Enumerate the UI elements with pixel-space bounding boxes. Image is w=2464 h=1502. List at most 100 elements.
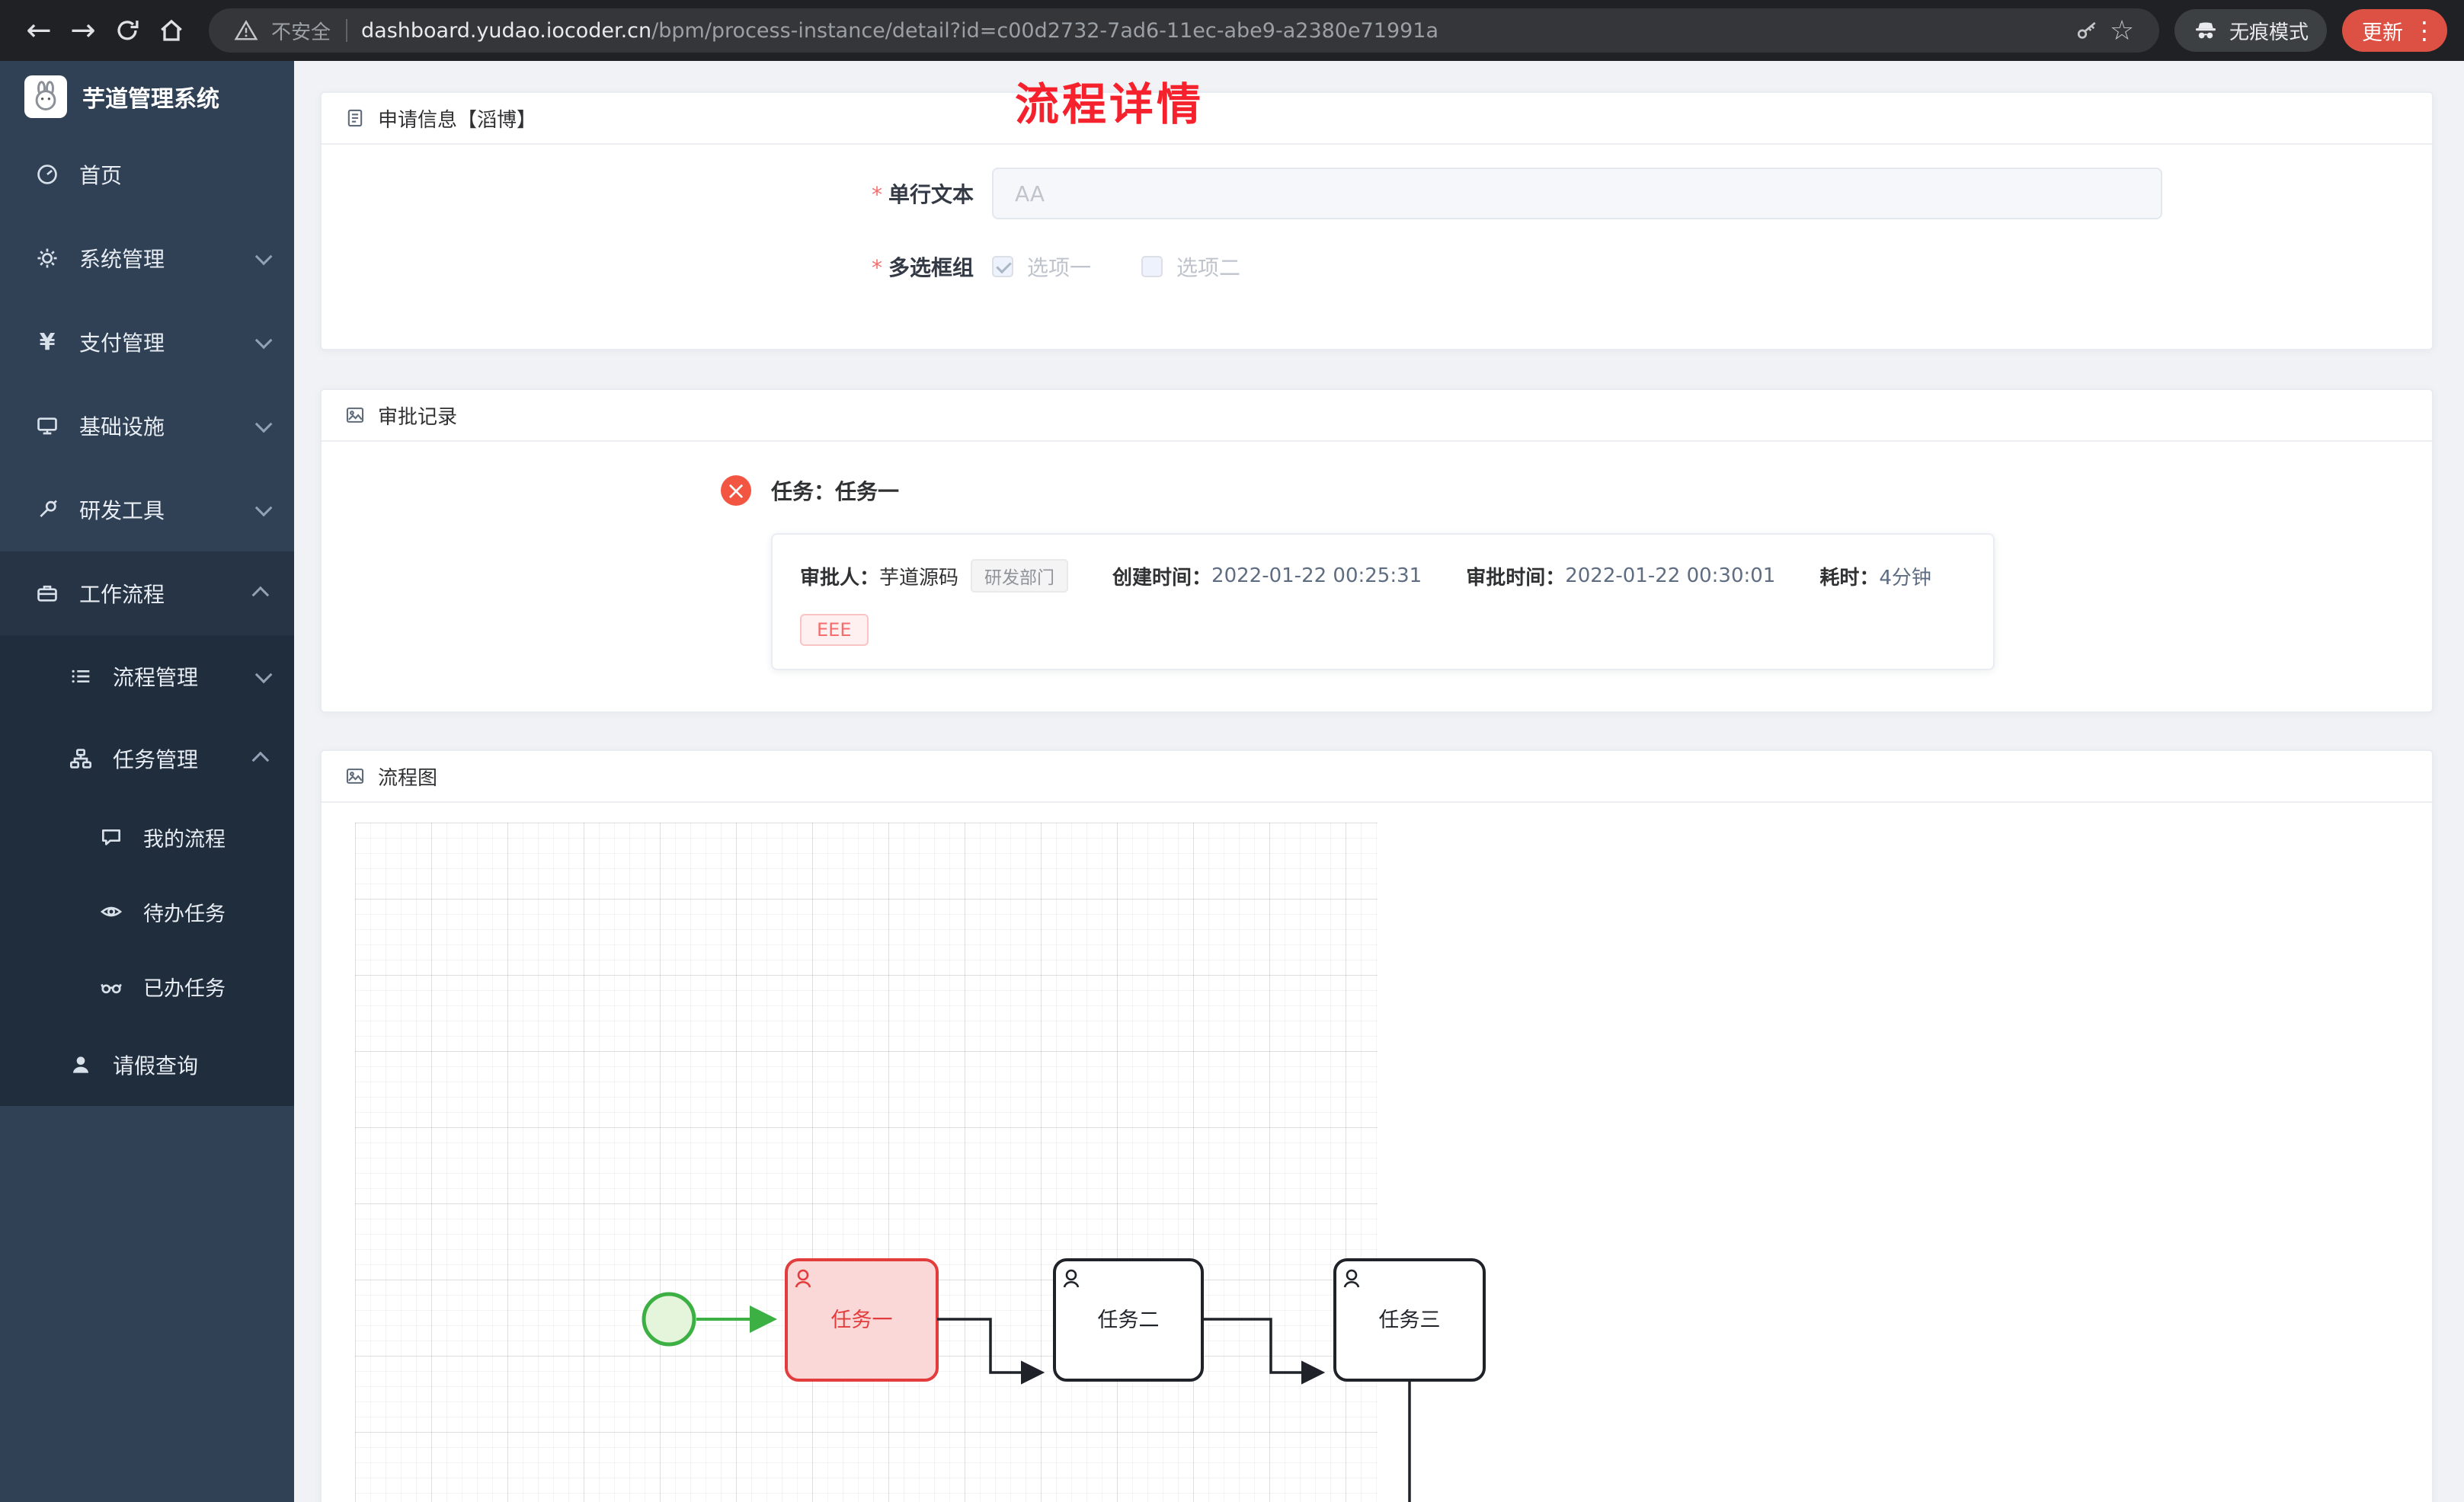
monitor-icon: [34, 414, 61, 438]
eye-icon: [98, 900, 125, 924]
forward-icon[interactable]: →: [70, 13, 96, 48]
password-key-icon[interactable]: [2069, 18, 2104, 43]
reload-icon[interactable]: [105, 8, 149, 53]
glasses-icon: [98, 974, 125, 999]
picture-icon: [344, 765, 366, 787]
sidebar-item-label: 首页: [79, 163, 123, 188]
sidebar-item-label: 研发工具: [79, 498, 165, 523]
timeline-item: 任务：任务一: [721, 475, 2432, 506]
task1-label: 任务一: [831, 1309, 893, 1332]
yen-icon: ¥: [39, 328, 56, 356]
approved-segment: 审批时间： 2022-01-22 00:30:01: [1466, 564, 1776, 590]
browser-menu-icon[interactable]: ⋮: [2412, 16, 2437, 45]
sidebar-item-infra[interactable]: 基础设施: [0, 384, 294, 468]
bookmark-star-icon[interactable]: ☆: [2109, 14, 2135, 46]
gear-icon: [34, 246, 61, 270]
task3-label: 任务三: [1379, 1309, 1441, 1332]
rabbit-logo-icon: [24, 75, 67, 118]
approval-meta-row: 审批人： 芋道源码 研发部门 创建时间： 2022-01-22 00:25:31…: [800, 559, 1966, 593]
security-label[interactable]: 不安全: [271, 21, 331, 44]
approval-card-title: 审批记录: [378, 405, 458, 429]
task2-node[interactable]: 任务二: [1053, 1258, 1204, 1382]
sidebar-item-label: 待办任务: [143, 902, 226, 926]
sidebar-item-payment[interactable]: ¥ 支付管理: [0, 300, 294, 384]
approval-record-card: 审批记录 任务：任务一 审批人： 芋道源码 研发部门 创建时间： 2022-01…: [320, 388, 2434, 713]
checkbox-checked-icon[interactable]: [992, 256, 1013, 277]
required-mark: *: [871, 182, 882, 207]
app-logo[interactable]: 芋道管理系统: [0, 61, 294, 133]
created-time: 2022-01-22 00:25:31: [1211, 564, 1422, 587]
checkbox-option-1[interactable]: 选项一: [992, 251, 1091, 282]
checkbox-option-2[interactable]: 选项二: [1141, 251, 1240, 282]
sidebar-item-label: 流程管理: [113, 665, 199, 690]
tree-icon: [67, 746, 94, 771]
user-task-icon: [1063, 1269, 1080, 1288]
checkbox-label: 选项一: [1027, 255, 1092, 280]
bpmn-diagram: 任务一 任务二: [642, 1258, 1486, 1502]
bpmn-canvas[interactable]: 任务一 任务二: [322, 803, 2432, 1502]
user-task-icon: [795, 1269, 811, 1288]
sidebar-item-system[interactable]: 系统管理: [0, 216, 294, 300]
incognito-icon: [2195, 22, 2216, 39]
apply-info-card: 申请信息【滔博】 *单行文本 *多选框组 选项一 选项二: [320, 91, 2434, 350]
sidebar-item-home[interactable]: 首页: [0, 133, 294, 216]
chevron-up-icon: [251, 751, 270, 769]
sidebar-item-label: 系统管理: [79, 247, 165, 272]
dept-tag: 研发部门: [971, 559, 1069, 593]
approved-time: 2022-01-22 00:30:01: [1565, 564, 1776, 587]
url-host: dashboard.yudao.iocoder.cn: [361, 18, 652, 43]
dashboard-icon: [34, 162, 61, 187]
checkbox-group: 选项一 选项二: [992, 251, 1240, 282]
canvas-grid: [355, 823, 1378, 1502]
update-label: 更新: [2362, 21, 2403, 45]
single-line-text-input[interactable]: [992, 168, 2162, 219]
checkbox-unchecked-icon[interactable]: [1141, 256, 1163, 277]
sidebar-item-process-mgmt[interactable]: 流程管理: [0, 635, 294, 717]
list-icon: [67, 664, 94, 689]
task-title: 任务：任务一: [771, 479, 900, 504]
sidebar: 芋道管理系统 首页 系统管理 ¥ 支付管理: [0, 61, 294, 1502]
form-row-checkbox: *多选框组 选项一 选项二: [322, 251, 2432, 282]
approver-name: 芋道源码: [879, 566, 959, 590]
back-icon[interactable]: ←: [26, 13, 52, 48]
chevron-down-icon: [254, 331, 273, 350]
sidebar-item-label: 支付管理: [79, 331, 165, 356]
created-segment: 创建时间： 2022-01-22 00:25:31: [1112, 564, 1422, 590]
home-icon[interactable]: [149, 8, 194, 53]
chrome-update-button[interactable]: 更新 ⋮: [2342, 9, 2447, 52]
incognito-badge: 无痕模式: [2174, 9, 2327, 52]
sidebar-item-my-process[interactable]: 我的流程: [0, 800, 294, 874]
briefcase-icon: [34, 581, 61, 606]
field-label: *多选框组: [871, 255, 974, 280]
duration-segment: 耗时： 4分钟: [1819, 562, 1931, 590]
chevron-down-icon: [254, 248, 273, 266]
incognito-label: 无痕模式: [2229, 21, 2309, 44]
approval-timeline: 任务：任务一 审批人： 芋道源码 研发部门 创建时间： 2022-01-22 0…: [322, 442, 2432, 670]
start-event-node[interactable]: [642, 1292, 696, 1347]
sidebar-item-done-tasks[interactable]: 已办任务: [0, 949, 294, 1024]
url-path: /bpm/process-instance/detail?id=c00d2732…: [651, 18, 1439, 43]
duration-value: 4分钟: [1879, 566, 1931, 590]
sidebar-item-leave-query[interactable]: 请假查询: [0, 1024, 294, 1106]
task3-node[interactable]: 任务三: [1333, 1258, 1486, 1382]
task1-node[interactable]: 任务一: [785, 1258, 939, 1382]
omnibox-divider: [346, 19, 348, 42]
sidebar-item-task-mgmt[interactable]: 任务管理: [0, 717, 294, 800]
sidebar-item-todo-tasks[interactable]: 待办任务: [0, 874, 294, 949]
required-mark: *: [871, 255, 882, 280]
diagram-card-title: 流程图: [378, 766, 438, 790]
approval-detail-card: 审批人： 芋道源码 研发部门 创建时间： 2022-01-22 00:25:31…: [771, 533, 1995, 670]
diagram-card-header: 流程图: [322, 751, 2432, 803]
apply-card-title: 申请信息【滔博】: [378, 108, 537, 132]
document-icon: [344, 107, 366, 129]
browser-toolbar: ← → 不安全 dashboard.yudao.iocoder.cn /bpm/…: [0, 0, 2464, 61]
user-task-icon: [1343, 1269, 1360, 1288]
sidebar-item-devtools[interactable]: 研发工具: [0, 468, 294, 551]
address-bar[interactable]: 不安全 dashboard.yudao.iocoder.cn /bpm/proc…: [209, 8, 2159, 53]
sidebar-item-workflow[interactable]: 工作流程: [0, 551, 294, 635]
sidebar-item-label: 我的流程: [143, 827, 226, 852]
chevron-up-icon: [251, 586, 270, 604]
sidebar-item-label: 任务管理: [113, 747, 199, 772]
field-label: *单行文本: [871, 182, 974, 207]
comment-tag: EEE: [800, 614, 869, 646]
